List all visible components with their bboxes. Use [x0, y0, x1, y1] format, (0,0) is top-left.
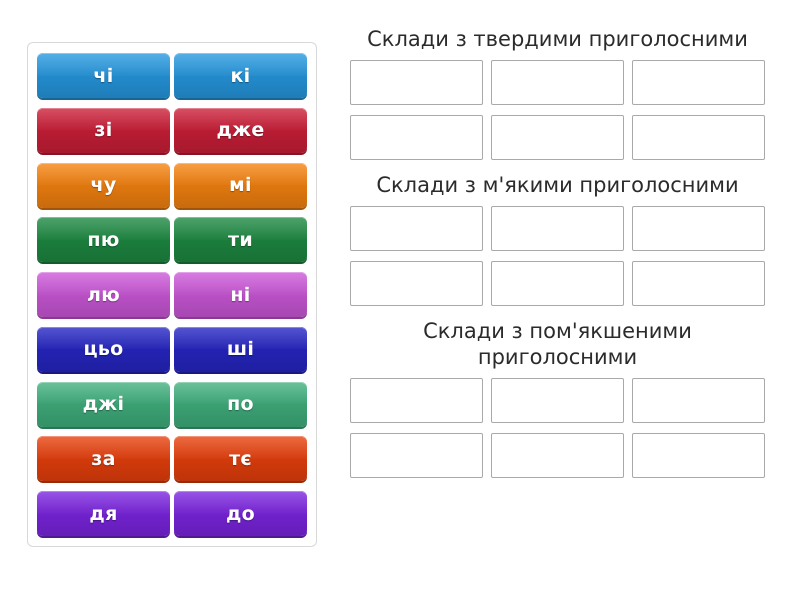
group-title: Склади з пом'якшеними приголосними: [423, 319, 692, 369]
drop-slot[interactable]: [632, 261, 765, 306]
drop-slot[interactable]: [350, 60, 483, 105]
draggable-tile[interactable]: по: [174, 381, 307, 427]
drop-slot[interactable]: [632, 433, 765, 478]
slot-row: [350, 378, 765, 423]
group-title: Склади з м'якими приголосними: [376, 173, 739, 197]
drop-slot[interactable]: [632, 206, 765, 251]
drop-slot[interactable]: [632, 378, 765, 423]
draggable-tile[interactable]: цьо: [37, 326, 170, 372]
drop-slot[interactable]: [491, 115, 624, 160]
drop-group: Склади з пом'якшеними приголосними: [350, 318, 765, 478]
draggable-tile[interactable]: пю: [37, 217, 170, 263]
slot-row: [350, 433, 765, 478]
draggable-tile[interactable]: ні: [174, 272, 307, 317]
draggable-tile[interactable]: ші: [174, 326, 307, 372]
drop-group: Склади з м'якими приголосними: [350, 172, 765, 306]
drop-group: Склади з твердими приголосними: [350, 26, 765, 160]
drop-slot[interactable]: [491, 206, 624, 251]
drop-slot[interactable]: [491, 378, 624, 423]
draggable-tile[interactable]: мі: [174, 162, 307, 208]
drop-slot[interactable]: [632, 60, 765, 105]
draggable-tile[interactable]: до: [174, 491, 307, 536]
draggable-tile[interactable]: чі: [37, 53, 170, 98]
drop-slot[interactable]: [350, 115, 483, 160]
drop-slot[interactable]: [632, 115, 765, 160]
draggable-tile[interactable]: дже: [174, 107, 307, 153]
draggable-tile[interactable]: джі: [37, 381, 170, 427]
slot-row: [350, 206, 765, 251]
draggable-tile[interactable]: дя: [37, 491, 170, 536]
drop-slot[interactable]: [350, 433, 483, 478]
draggable-tile[interactable]: за: [37, 436, 170, 482]
draggable-tile[interactable]: лю: [37, 272, 170, 317]
slot-row: [350, 60, 765, 105]
slot-row: [350, 261, 765, 306]
drop-slot[interactable]: [350, 378, 483, 423]
group-title: Склади з твердими приголосними: [367, 27, 748, 51]
slot-row: [350, 115, 765, 160]
draggable-tile[interactable]: чу: [37, 162, 170, 208]
draggable-tile[interactable]: кі: [174, 53, 307, 98]
draggable-tile[interactable]: тє: [174, 436, 307, 482]
draggable-tile[interactable]: ти: [174, 217, 307, 263]
drop-slot[interactable]: [350, 261, 483, 306]
drop-slot[interactable]: [350, 206, 483, 251]
drop-slot[interactable]: [491, 60, 624, 105]
drop-slot[interactable]: [491, 261, 624, 306]
draggable-tile[interactable]: зі: [37, 107, 170, 153]
drop-slot[interactable]: [491, 433, 624, 478]
